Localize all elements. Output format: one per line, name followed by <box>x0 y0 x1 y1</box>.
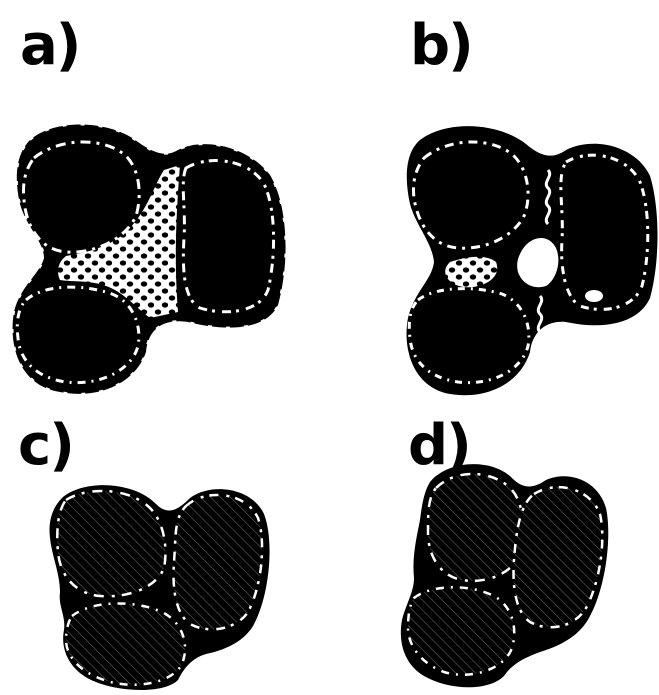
panel-b-diagram <box>407 126 658 395</box>
panel-b-small-void <box>585 290 603 302</box>
panel-d-grain-upper-left <box>428 474 523 581</box>
panel-b-wavy-boundary <box>546 170 549 224</box>
panel-a-grain-right <box>183 161 273 312</box>
panel-d-grain-lower <box>408 587 514 675</box>
panel-a-grain-lower-left <box>17 287 139 382</box>
panel-b-grain-lower-left <box>409 289 529 383</box>
panel-c-grain-upper-left <box>57 491 165 596</box>
panel-a-diagram <box>13 124 286 393</box>
panel-b-grain-right <box>561 155 648 309</box>
panel-d-diagram <box>401 464 608 687</box>
panel-c-grain-right <box>174 495 263 629</box>
panel-c-diagram <box>50 485 270 690</box>
